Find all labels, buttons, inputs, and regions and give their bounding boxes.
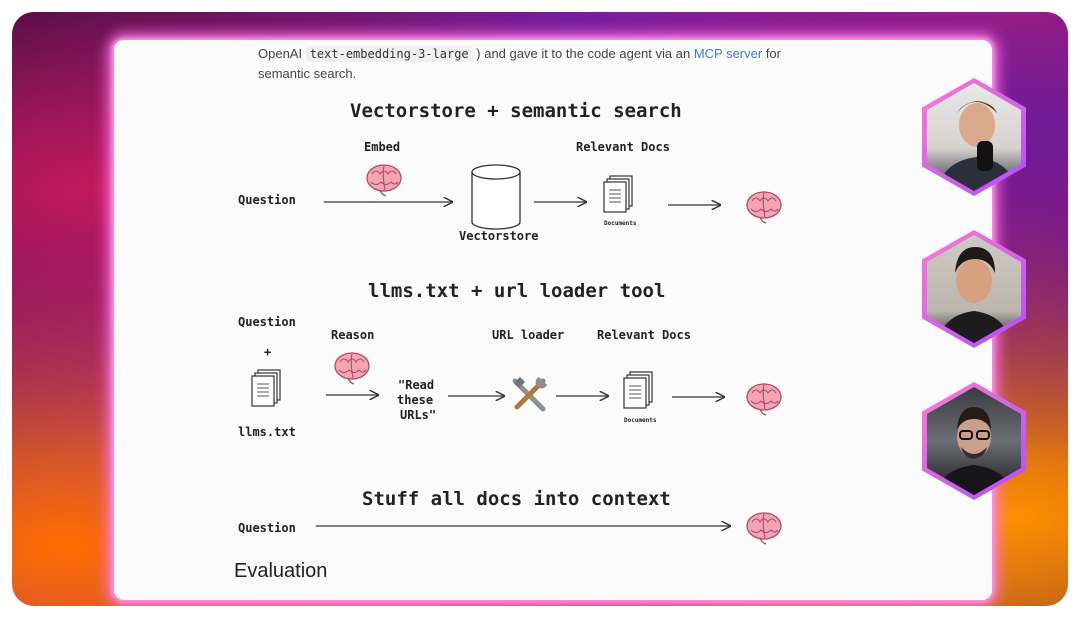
tools-icon xyxy=(514,377,547,409)
evaluation-heading: Evaluation xyxy=(234,560,327,583)
documents-icon xyxy=(624,372,652,408)
documents-icon xyxy=(604,176,632,212)
person-avatar-icon xyxy=(927,235,1021,343)
diagram-graphics xyxy=(114,40,992,600)
brain-icon xyxy=(747,192,781,223)
brain-icon xyxy=(747,513,781,544)
database-icon xyxy=(472,165,520,229)
brain-icon xyxy=(367,165,401,196)
presentation-slide: OpenAI text-embedding-3-large ) and gave… xyxy=(114,40,992,600)
person-avatar-icon xyxy=(927,83,1021,191)
slide-fade-overlay xyxy=(614,545,992,600)
person-avatar-icon xyxy=(927,387,1021,495)
brain-icon xyxy=(747,384,781,415)
video-frame: OpenAI text-embedding-3-large ) and gave… xyxy=(12,12,1068,606)
brain-icon xyxy=(335,353,369,384)
documents-icon xyxy=(252,370,280,406)
